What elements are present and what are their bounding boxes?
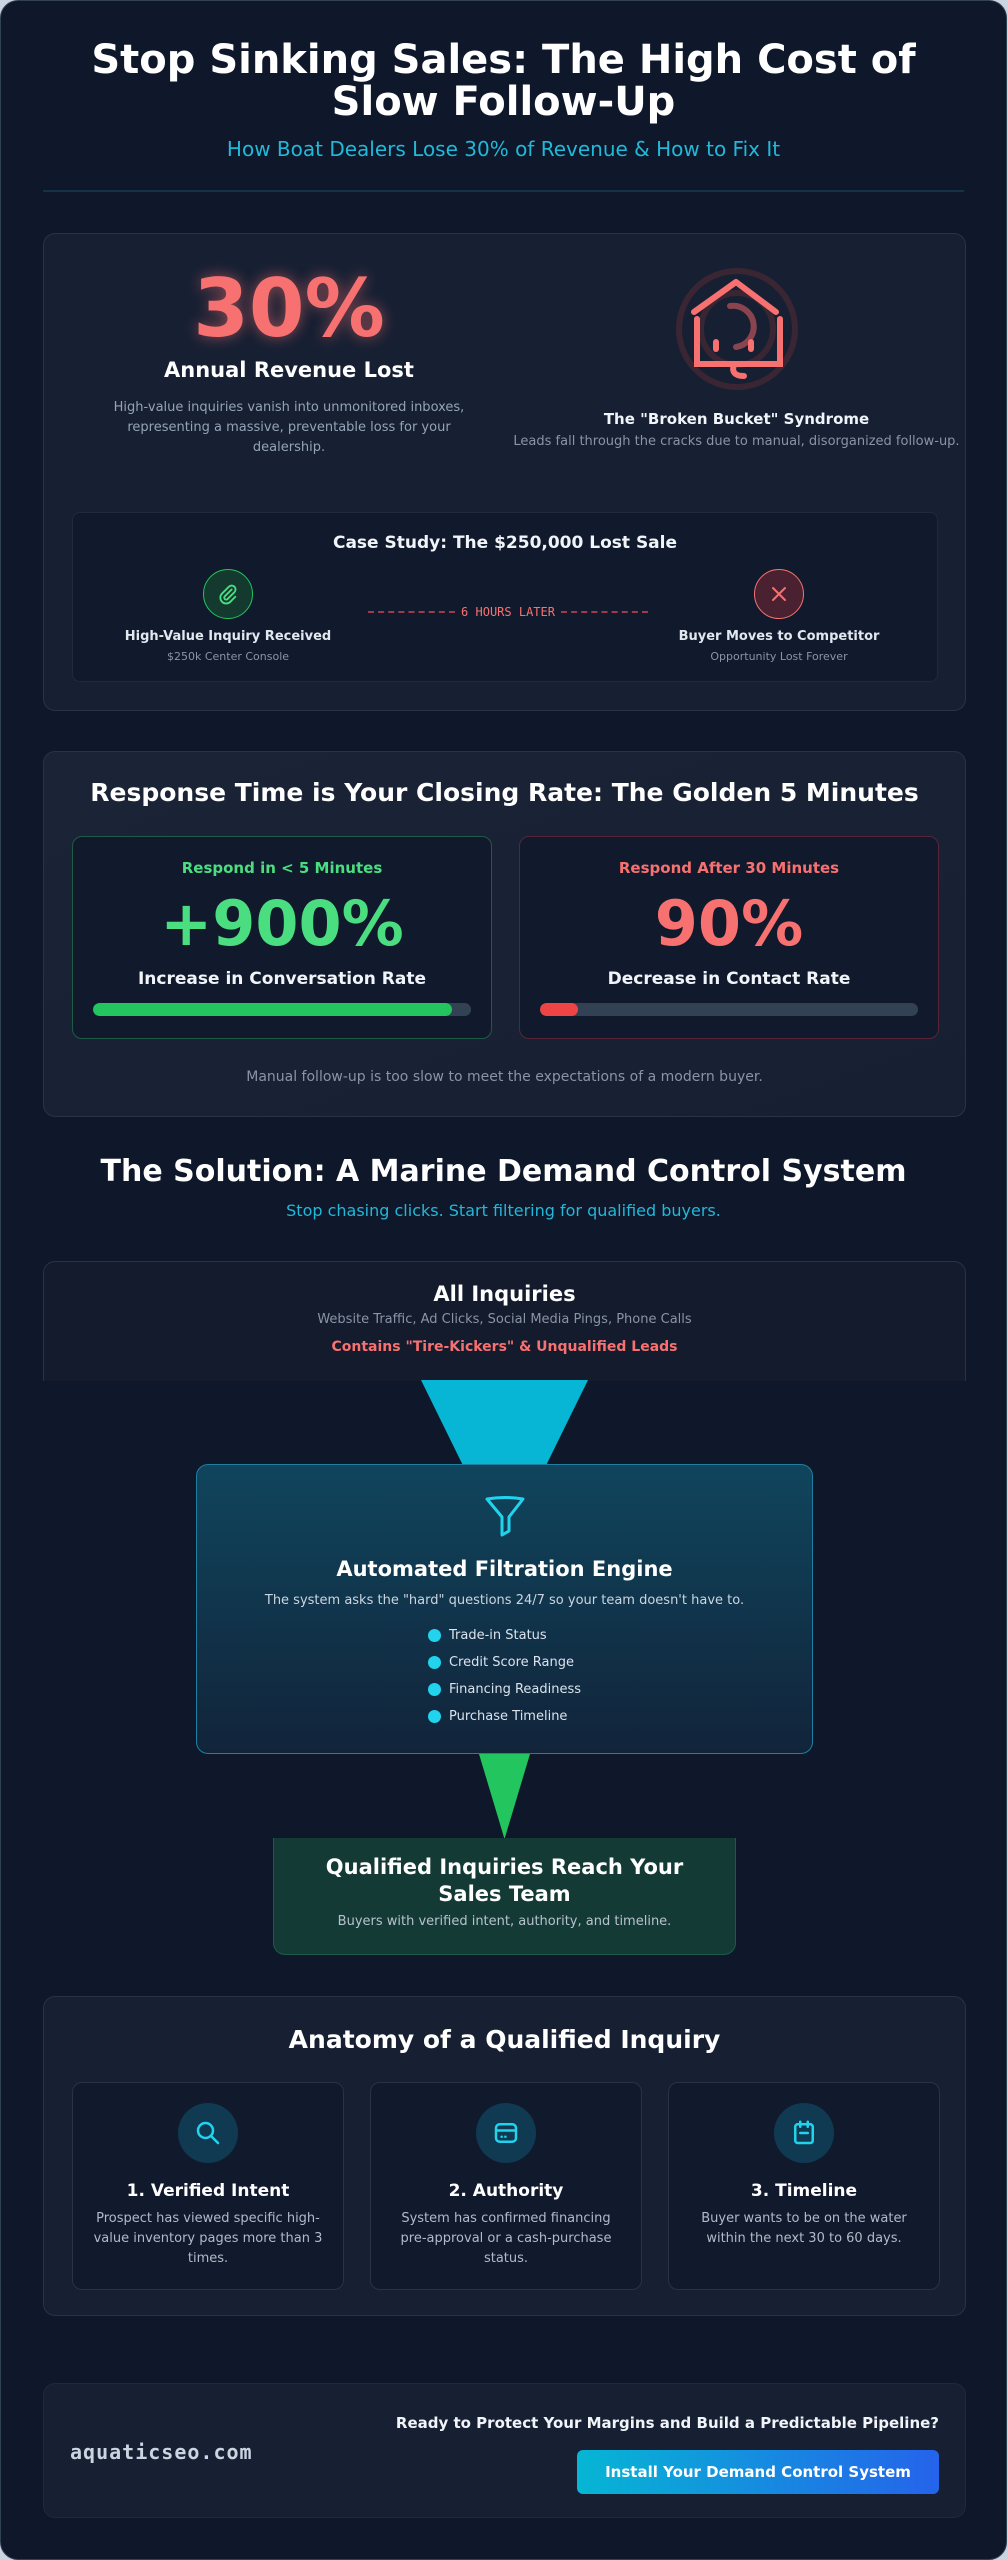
slow-response-card: Respond After 30 Minutes 90% Decrease in… [519, 836, 939, 1039]
bucket-description: Leads fall through the cracks due to man… [513, 434, 960, 449]
fast-heading: Respond in < 5 Minutes [181, 859, 383, 877]
anatomy-item-desc: System has confirmed financing pre-appro… [400, 2211, 612, 2266]
brand-logo-text[interactable]: aquaticseo.com [70, 2440, 253, 2464]
criteria-item: Trade-in Status [427, 1622, 581, 1649]
cta-question: Ready to Protect Your Margins and Build … [395, 2414, 939, 2432]
close-x-icon [754, 569, 804, 619]
bullet-dot-icon [427, 1656, 441, 1669]
qualified-description: Buyers with verified intent, authority, … [337, 1914, 672, 1929]
bullet-dot-icon [427, 1710, 441, 1723]
case-delay: 6 HOURS LATER [368, 605, 649, 619]
paperclip-icon [203, 569, 253, 619]
solution-title: The Solution: A Marine Demand Control Sy… [100, 1154, 907, 1189]
case-start-label: High-Value Inquiry Received [124, 629, 332, 644]
anatomy-item-title: 1. Verified Intent [126, 2181, 290, 2201]
problem-section: 30% Annual Revenue Lost High-value inqui… [43, 233, 966, 711]
bullet-dot-icon [427, 1683, 441, 1696]
response-time-section: Response Time is Your Closing Rate: The … [43, 751, 966, 1117]
fast-value: +900% [160, 887, 404, 960]
page-subtitle: How Boat Dealers Lose 30% of Revenue & H… [226, 137, 781, 161]
funnel-bottom-shape [479, 1754, 530, 1839]
fast-label: Increase in Conversation Rate [137, 969, 427, 989]
response-title: Response Time is Your Closing Rate: The … [90, 778, 919, 807]
page-title: Stop Sinking Sales: The High Cost of Slo… [91, 37, 916, 125]
qualified-title: Qualified Inquiries Reach Your Sales Tea… [325, 1855, 684, 1906]
criteria-item: Purchase Timeline [427, 1703, 581, 1730]
case-step-inquiry: High-Value Inquiry Received $250k Center… [108, 569, 348, 663]
all-inquiries-box: All Inquiries Website Traffic, Ad Clicks… [43, 1261, 966, 1381]
fast-progress-bar [93, 1003, 471, 1016]
criteria-item: Credit Score Range [427, 1649, 581, 1676]
all-inquiries-sources: Website Traffic, Ad Clicks, Social Media… [317, 1312, 692, 1327]
anatomy-card-authority: 2. Authority System has confirmed financ… [370, 2082, 642, 2290]
broken-bucket-icon [672, 264, 802, 394]
case-end-label: Buyer Moves to Competitor [678, 629, 880, 644]
engine-criteria-list: Trade-in Status Credit Score Range Finan… [427, 1622, 581, 1730]
anatomy-item-desc: Prospect has viewed specific high-value … [93, 2211, 323, 2266]
criteria-item: Financing Readiness [427, 1676, 581, 1703]
fast-response-card: Respond in < 5 Minutes +900% Increase in… [72, 836, 492, 1039]
slow-heading: Respond After 30 Minutes [618, 859, 840, 877]
anatomy-card-intent: 1. Verified Intent Prospect has viewed s… [72, 2082, 344, 2290]
slow-progress-bar [540, 1003, 918, 1016]
credit-card-icon [476, 2103, 536, 2163]
funnel-top-shape [421, 1380, 588, 1465]
calendar-icon [774, 2103, 834, 2163]
broken-bucket: The "Broken Bucket" Syndrome Leads fall … [509, 264, 964, 452]
anatomy-item-title: 2. Authority [448, 2181, 564, 2201]
filtration-engine-box: Automated Filtration Engine The system a… [196, 1464, 813, 1754]
search-icon [178, 2103, 238, 2163]
header-divider [43, 190, 964, 192]
funnel-icon [481, 1491, 529, 1539]
stat-value: 30% [193, 262, 385, 355]
anatomy-title: Anatomy of a Qualified Inquiry [288, 2025, 721, 2054]
slow-value: 90% [654, 887, 804, 960]
case-study-title: Case Study: The $250,000 Lost Sale [332, 533, 678, 553]
install-system-button[interactable]: Install Your Demand Control System [577, 2450, 939, 2494]
header: Stop Sinking Sales: The High Cost of Slo… [1, 1, 1006, 161]
slow-label: Decrease in Contact Rate [607, 969, 851, 989]
case-step-lost: Buyer Moves to Competitor Opportunity Lo… [659, 569, 899, 663]
anatomy-section: Anatomy of a Qualified Inquiry 1. Verifi… [43, 1996, 966, 2316]
anatomy-item-desc: Buyer wants to be on the water within th… [701, 2211, 907, 2246]
solution-header: The Solution: A Marine Demand Control Sy… [1, 1154, 1006, 1220]
case-start-sub: $250k Center Console [166, 650, 290, 663]
cta-section: aquaticseo.com Ready to Protect Your Mar… [43, 2383, 966, 2518]
solution-subtitle: Stop chasing clicks. Start filtering for… [286, 1201, 721, 1220]
revenue-lost-stat: 30% Annual Revenue Lost High-value inqui… [104, 264, 474, 458]
response-footnote: Manual follow-up is too slow to meet the… [246, 1069, 763, 1085]
engine-title: Automated Filtration Engine [336, 1557, 673, 1581]
stat-label: Annual Revenue Lost [164, 358, 414, 382]
bullet-dot-icon [427, 1629, 441, 1642]
anatomy-card-timeline: 3. Timeline Buyer wants to be on the wat… [668, 2082, 940, 2290]
anatomy-item-title: 3. Timeline [750, 2181, 858, 2201]
delay-label: 6 HOURS LATER [461, 605, 555, 619]
engine-description: The system asks the "hard" questions 24/… [264, 1593, 745, 1608]
case-study: Case Study: The $250,000 Lost Sale High-… [72, 512, 938, 682]
all-inquiries-warning: Contains "Tire-Kickers" & Unqualified Le… [331, 1339, 678, 1355]
bucket-title: The "Broken Bucket" Syndrome [603, 410, 870, 428]
case-end-sub: Opportunity Lost Forever [710, 650, 848, 663]
stat-description: High-value inquiries vanish into unmonit… [113, 400, 465, 455]
all-inquiries-title: All Inquiries [433, 1282, 576, 1306]
qualified-inquiries-box: Qualified Inquiries Reach Your Sales Tea… [273, 1838, 736, 1955]
